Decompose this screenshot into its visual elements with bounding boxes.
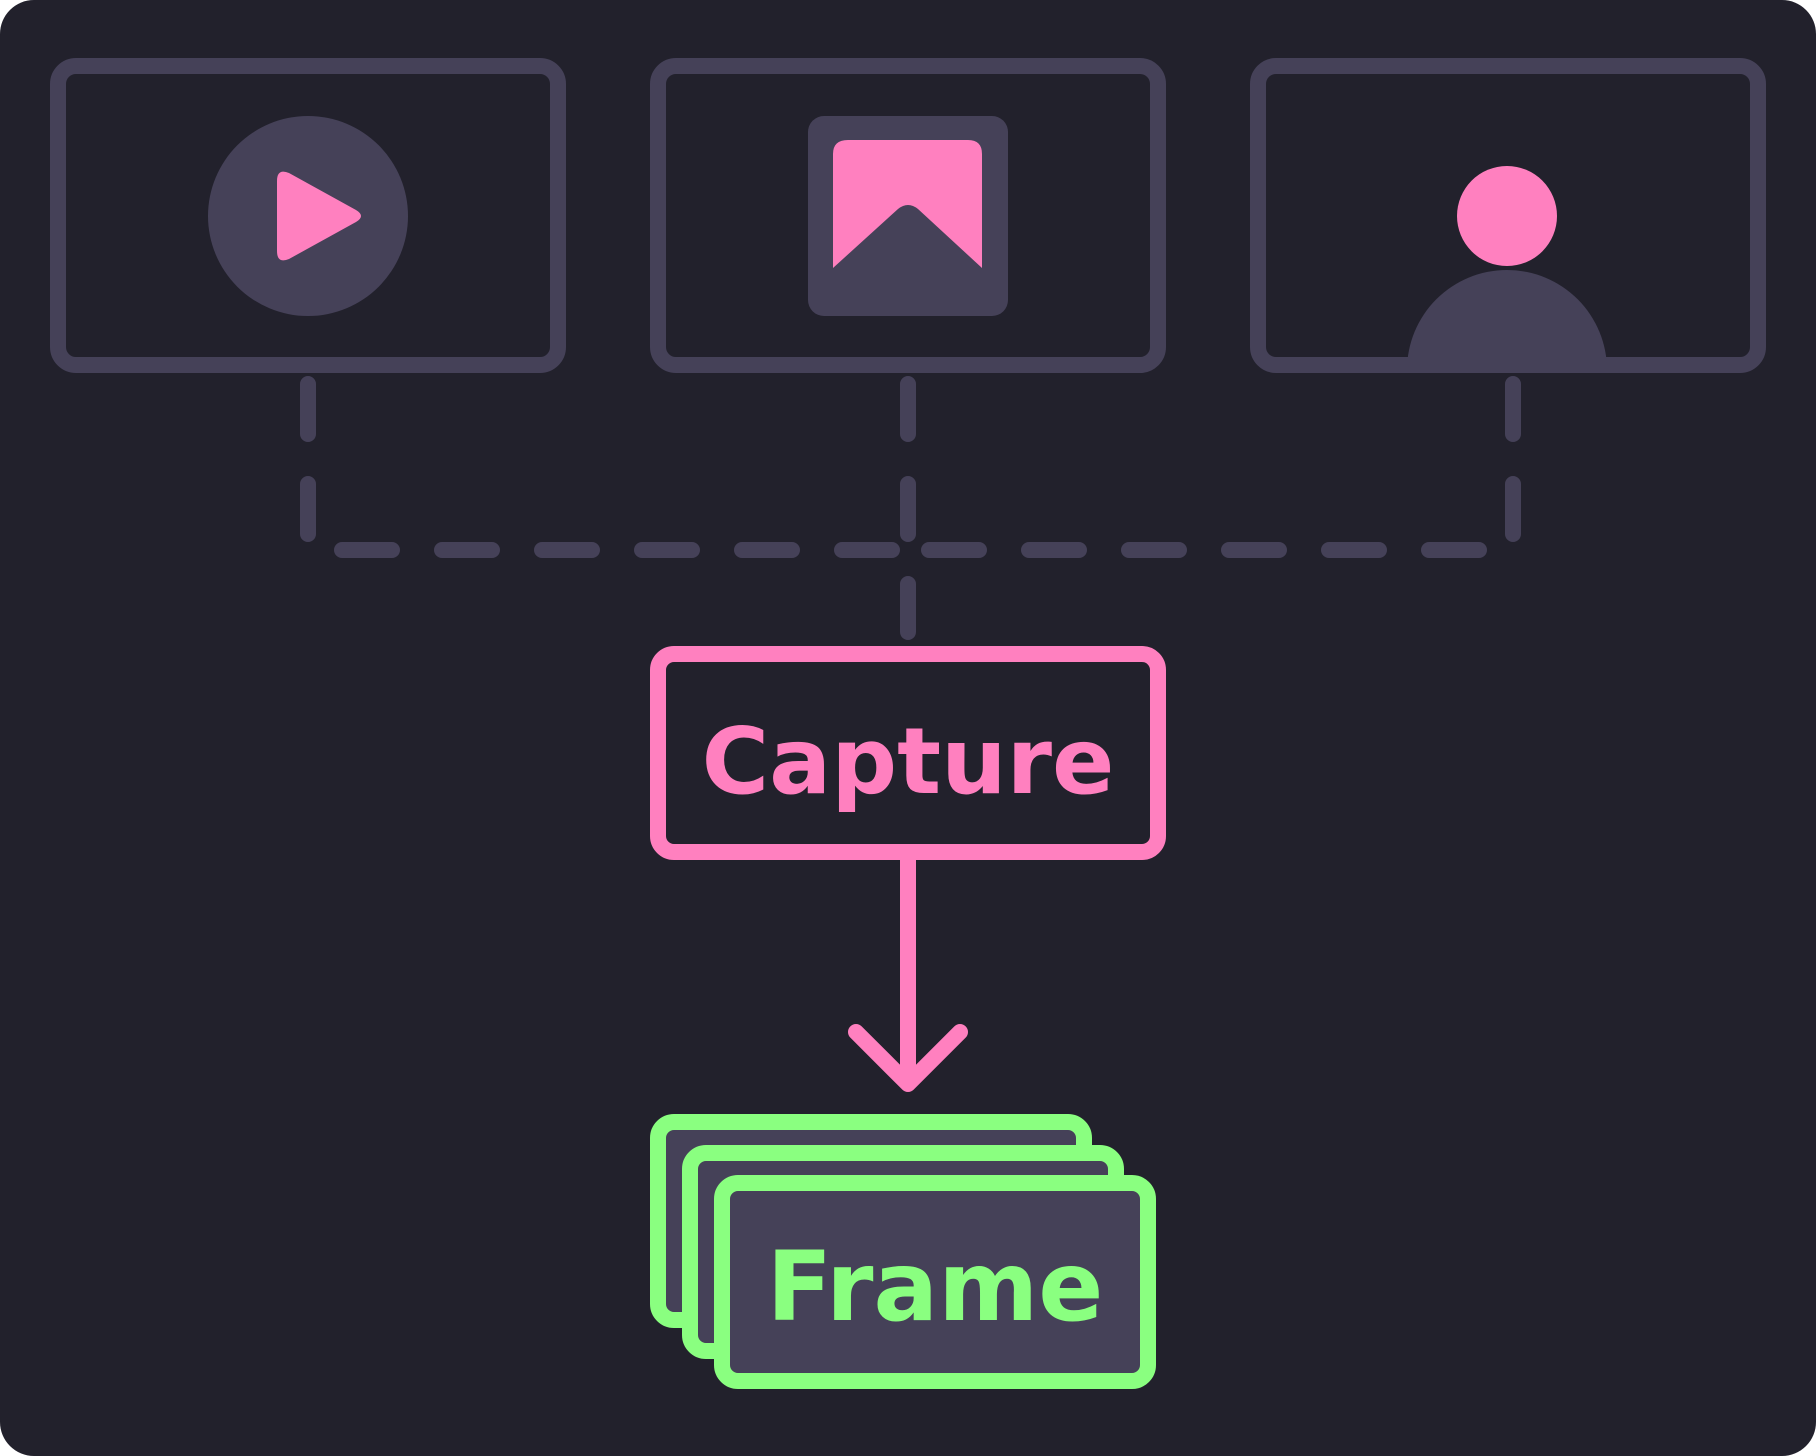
connector-camera [900, 366, 1521, 558]
image-icon [808, 116, 1008, 316]
source-panel-camera [1250, 58, 1766, 373]
frame-label: Frame [767, 1231, 1104, 1343]
connector-video [300, 366, 916, 558]
play-icon [208, 116, 408, 316]
capture-label: Capture [702, 708, 1115, 815]
source-panel-image [650, 58, 1166, 373]
person-icon [1407, 166, 1607, 360]
capture-to-frame-arrow [848, 852, 968, 1092]
capture-node: Capture [650, 646, 1166, 860]
stacked-frames-icon: Frame [650, 1114, 1156, 1389]
dashed-connectors [300, 366, 1521, 640]
source-panel-video [50, 58, 566, 373]
